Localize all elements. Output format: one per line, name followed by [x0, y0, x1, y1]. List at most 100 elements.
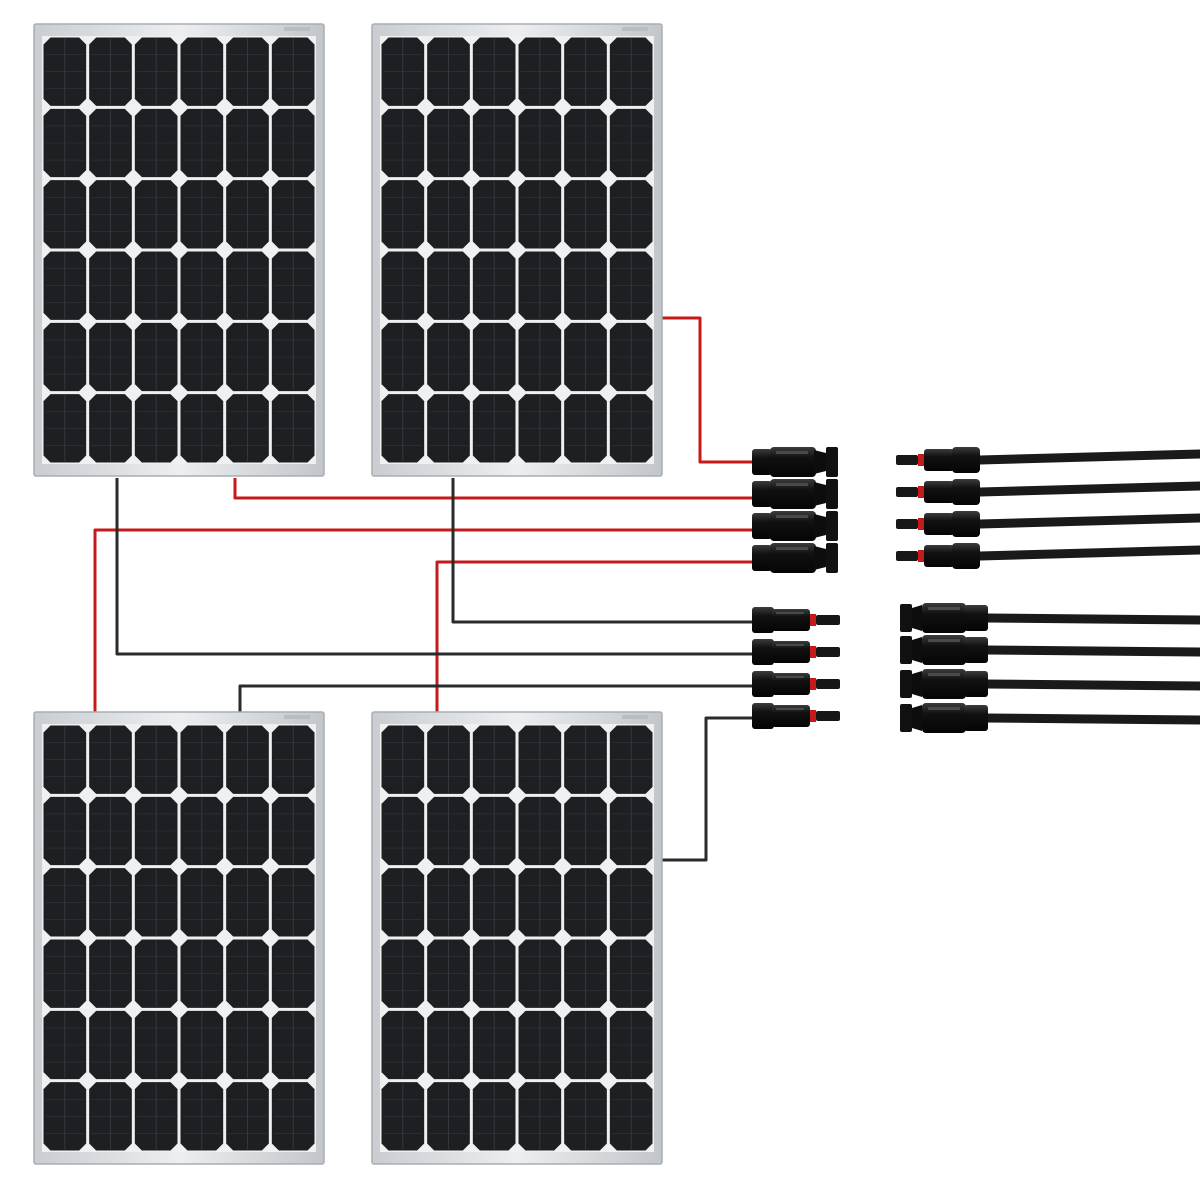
connector-pin-sleeve [896, 455, 918, 465]
connector-highlight [928, 607, 960, 610]
connector-highlight [928, 639, 960, 642]
connector-nut [952, 447, 980, 473]
connector-latch [912, 705, 922, 731]
connector-body [772, 705, 810, 727]
connector-collar [900, 604, 912, 632]
solar-panel-bottom-right [371, 711, 663, 1165]
branch-cable-icon [900, 603, 1200, 633]
connector-nut [752, 671, 774, 697]
panel-sticker [622, 27, 648, 31]
cable-wire [975, 513, 1200, 529]
connector-nut [752, 639, 774, 665]
connector-collar [826, 543, 838, 573]
mc4-male-connector-icon [752, 639, 840, 665]
connector-body [772, 641, 810, 663]
branch-cable-icon [900, 669, 1200, 699]
connector-body [770, 543, 816, 573]
connector-nut [964, 671, 988, 697]
panel-glass [380, 36, 654, 464]
mc4-male-connector-icon [896, 447, 980, 473]
connector-nut [752, 513, 772, 539]
mc4-female-connector-icon [900, 669, 988, 699]
branch-cable-icon [896, 447, 1200, 473]
connector-seal-ring [918, 550, 924, 562]
connector-nut [752, 545, 772, 571]
solar-panel-top-left [33, 23, 325, 477]
branch-cable-set [896, 447, 1200, 733]
wire-negative-6 [115, 478, 760, 656]
mc4-female-connector-icon [900, 603, 988, 633]
wire-positive-2 [233, 478, 760, 500]
connector-collar [826, 479, 838, 509]
branch-cable-icon [900, 703, 1200, 733]
mc4-female-connector-icon [752, 479, 838, 509]
connector-seal-ring [918, 518, 924, 530]
connector-body [924, 481, 954, 503]
connector-nut [964, 705, 988, 731]
solar-panel-bottom-left [33, 711, 325, 1165]
connector-nut [952, 543, 980, 569]
mc4-male-connector-icon [896, 511, 980, 537]
connector-body [922, 669, 966, 699]
connector-latch [912, 605, 922, 631]
panel-glass [380, 724, 654, 1152]
cable-wire [980, 645, 1200, 657]
connector-nut [952, 479, 980, 505]
connector-latch [814, 450, 826, 474]
connector-collar [900, 636, 912, 664]
panel-glass [42, 36, 316, 464]
connector-pin-sleeve [816, 615, 840, 625]
connector-body [770, 479, 816, 509]
wire-negative-7 [238, 684, 760, 718]
connector-body [924, 449, 954, 471]
branch-cable-icon [900, 635, 1200, 665]
mc4-female-connector-icon [900, 703, 988, 733]
panel-sticker [622, 715, 648, 719]
connector-body [772, 673, 810, 695]
cable-wire [980, 613, 1200, 625]
connector-pin-sleeve [816, 647, 840, 657]
connector-highlight [776, 483, 808, 486]
wiring-layer [93, 316, 760, 862]
connector-latch [814, 514, 826, 538]
wire-negative-5 [451, 478, 760, 624]
connector-block [752, 447, 840, 729]
wire-negative-8 [658, 716, 760, 862]
connector-body [770, 447, 816, 477]
connector-latch [814, 546, 826, 570]
connector-latch [912, 671, 922, 697]
connector-seal-ring [918, 486, 924, 498]
mc4-male-connector-icon [896, 479, 980, 505]
connector-latch [814, 482, 826, 506]
cable-wire [980, 713, 1200, 725]
connector-pin-sleeve [896, 487, 918, 497]
connector-nut [964, 605, 988, 631]
panel-cells [43, 725, 315, 1151]
connector-highlight [776, 451, 808, 454]
connector-nut [752, 703, 774, 729]
connector-highlight [776, 515, 808, 518]
connector-seal-ring [810, 646, 816, 658]
mc4-female-connector-icon [752, 511, 838, 541]
connector-highlight [776, 612, 804, 614]
connector-body [922, 635, 966, 665]
connector-nut [752, 607, 774, 633]
mc4-male-connector-icon [896, 543, 980, 569]
connector-seal-ring [810, 710, 816, 722]
mc4-male-connector-icon [752, 703, 840, 729]
connector-highlight [928, 707, 960, 710]
connector-nut [752, 449, 772, 475]
connector-pin-sleeve [896, 519, 918, 529]
branch-cable-icon [896, 479, 1200, 505]
panel-sticker [284, 27, 310, 31]
connector-pin-sleeve [816, 711, 840, 721]
connector-body [924, 545, 954, 567]
mc4-male-connector-icon [752, 671, 840, 697]
connector-highlight [776, 676, 804, 678]
connector-seal-ring [810, 678, 816, 690]
cable-wire [975, 481, 1200, 497]
connector-body [922, 603, 966, 633]
connector-highlight [928, 673, 960, 676]
connector-seal-ring [810, 614, 816, 626]
